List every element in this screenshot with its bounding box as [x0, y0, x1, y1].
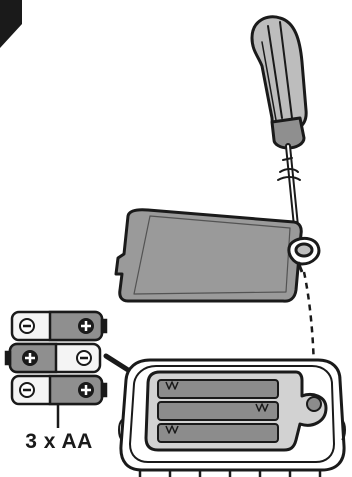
battery-type-label: 3 x AA: [24, 427, 94, 457]
screwdriver-icon: [252, 17, 306, 246]
minus-icon: [77, 351, 91, 365]
minus-icon: [20, 383, 34, 397]
plus-icon: [78, 318, 94, 334]
battery-cover: [116, 210, 319, 301]
minus-icon: [20, 319, 34, 333]
device-body: [119, 360, 345, 477]
plus-icon: [78, 382, 94, 398]
plus-icon: [22, 350, 38, 366]
corner-tab: [0, 0, 22, 48]
